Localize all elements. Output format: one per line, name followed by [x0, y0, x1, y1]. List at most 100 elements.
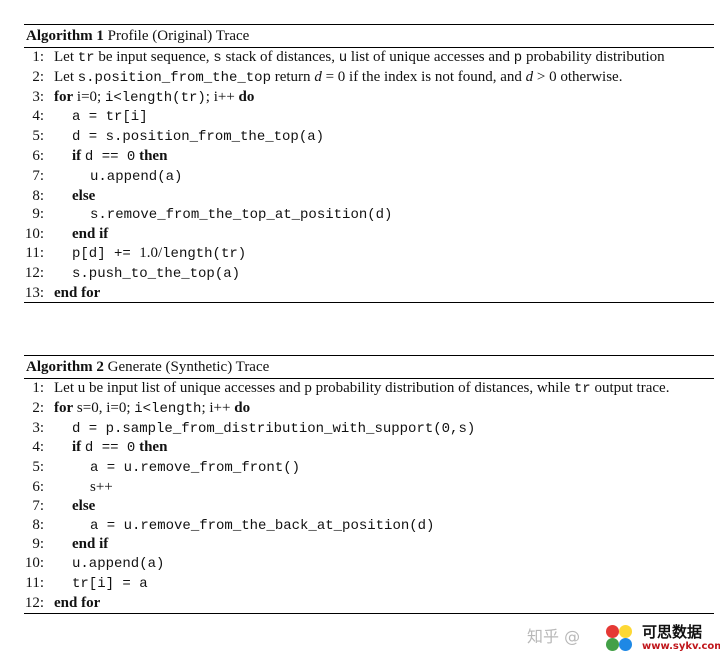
algorithm-1-header: Algorithm 1 Profile (Original) Trace	[24, 24, 714, 48]
code-token: tr	[77, 50, 95, 66]
line-number: 6:	[32, 478, 44, 495]
line-number: 9:	[32, 536, 44, 553]
code-line: 5: d = s.position_from_the_top(a)	[24, 127, 714, 147]
code-token: s	[213, 50, 222, 66]
code-token: u	[338, 50, 348, 66]
line-number: 5:	[32, 128, 44, 145]
code-token: d = p.sample_from_distribution_with_supp…	[72, 420, 476, 437]
code-token: tr[i] = a	[72, 575, 148, 592]
keyword: end for	[54, 284, 101, 301]
code-token: s.push_to_the_top(a)	[72, 265, 241, 282]
code-line: 6:s++	[24, 478, 714, 497]
code-line: 11: tr[i] = a	[24, 574, 714, 594]
text: Let u be input list of unique accesses a…	[54, 380, 574, 396]
line-number: 1:	[32, 49, 44, 65]
code-line: 2: for s=0, i=0; i<length; i++ do	[24, 399, 714, 419]
line-number: 7:	[32, 497, 44, 514]
code-line: 10:end if	[24, 225, 714, 244]
text: s=0, i=0;	[73, 399, 135, 416]
sykv-logo: 可思数据 www.sykv.com	[600, 621, 720, 657]
line-number: 13:	[24, 284, 44, 301]
code-token: p[d] +=	[72, 245, 140, 262]
algorithm-2-body: 1: Let u be input list of unique accesses…	[24, 379, 714, 614]
algorithm-2-label: Algorithm 2	[26, 359, 104, 375]
line-number: 3:	[32, 88, 44, 105]
logo-cn-text: 可思数据	[642, 623, 703, 641]
line-number: 10:	[24, 555, 44, 572]
algorithm-1-title: Profile (Original) Trace	[107, 28, 250, 44]
code-token: a = u.remove_from_front()	[90, 460, 301, 477]
line-number: 11:	[25, 244, 44, 261]
code-token: s.position_from_the_top	[77, 69, 271, 86]
code-token: a = tr[i]	[72, 109, 148, 126]
text: ; i++	[201, 399, 235, 416]
math-var: d	[314, 68, 322, 85]
zhihu-watermark: 知乎 @	[527, 627, 581, 646]
code-line: 8: a = u.remove_from_the_back_at_position…	[24, 516, 714, 536]
line-number: 3:	[32, 419, 44, 436]
line-number: 12:	[24, 264, 44, 281]
keyword: if	[72, 147, 82, 164]
code-line: 7: else	[24, 497, 714, 516]
line-number: 9:	[32, 206, 44, 223]
text: Let	[54, 68, 78, 85]
math-var: d	[525, 68, 534, 85]
line-number: 6:	[32, 147, 44, 164]
line-number: 1:	[32, 380, 44, 396]
code-line: 2:Let s.position_from_the_top return d =…	[24, 68, 714, 88]
code-token: s.remove_from_the_top_at_position(d)	[90, 207, 393, 224]
code-line: 5: a = u.remove_from_front()	[24, 458, 714, 478]
code-line: 12: end for	[24, 594, 714, 613]
keyword: then	[139, 147, 168, 164]
code-token: d = s.position_from_the_top(a)	[72, 129, 325, 146]
code-line: 3: d = p.sample_from_distribution_with_su…	[24, 419, 714, 439]
text: list of unique accesses and	[347, 49, 514, 65]
text: return	[270, 68, 315, 85]
code-line: 7: u.append(a)	[24, 167, 714, 187]
keyword: else	[72, 187, 96, 204]
code-line: 4:a = tr[i]	[24, 107, 714, 127]
line-number: 12:	[24, 594, 44, 611]
keyword: for	[54, 399, 74, 416]
code-line: 8: else	[24, 187, 714, 206]
algorithm-2-header: Algorithm 2 Generate (Synthetic) Trace	[24, 355, 714, 379]
code-line: 10: u.append(a)	[24, 554, 714, 574]
text: stack of distances,	[221, 49, 339, 65]
keyword: else	[72, 497, 96, 514]
code-token: a = u.remove_from_the_back_at_position(d…	[90, 517, 435, 534]
code-token: d == 0	[84, 148, 136, 165]
text: i=0;	[73, 88, 105, 105]
keyword: end if	[72, 226, 109, 243]
code-line: 9: s.remove_from_the_top_at_position(d)	[24, 205, 714, 225]
code-token: p	[513, 50, 523, 66]
logo-dot-red	[606, 625, 619, 638]
code-token: u.append(a)	[90, 168, 183, 185]
line-number: 2:	[32, 68, 44, 85]
keyword: do	[234, 399, 251, 416]
code-line: 12: s.push_to_the_top(a)	[24, 264, 714, 284]
code-token: d == 0	[84, 440, 136, 457]
code-token: u.append(a)	[72, 556, 165, 573]
code-line: 1:Let tr be input sequence, s stack of d…	[24, 48, 714, 68]
text: > 0 otherwise.	[533, 68, 623, 85]
line-number: 8:	[32, 187, 44, 204]
line-number: 11:	[25, 574, 44, 591]
line-number: 8:	[32, 516, 44, 533]
keyword: if	[72, 439, 82, 456]
code-line: 13: end for	[24, 284, 714, 303]
line-number: 5:	[32, 459, 44, 476]
code-token: tr	[573, 381, 591, 397]
text: be input sequence,	[94, 49, 214, 65]
keyword: for	[54, 88, 74, 105]
algorithm-1: Algorithm 1 Profile (Original) Trace 1: L…	[24, 24, 714, 304]
line-number: 7:	[32, 167, 44, 184]
logo-dot-blue	[619, 638, 632, 651]
text: ; i++	[205, 88, 239, 105]
code-token: i<length	[134, 400, 202, 417]
algorithm-2-title: Generate (Synthetic) Trace	[107, 359, 270, 375]
keyword: end for	[54, 594, 101, 611]
code-line: 11:p[d] += 1.0/length(tr)	[24, 244, 714, 264]
text: output trace.	[590, 380, 670, 396]
text: probability distribution	[522, 49, 665, 65]
line-number: 2:	[32, 399, 44, 416]
